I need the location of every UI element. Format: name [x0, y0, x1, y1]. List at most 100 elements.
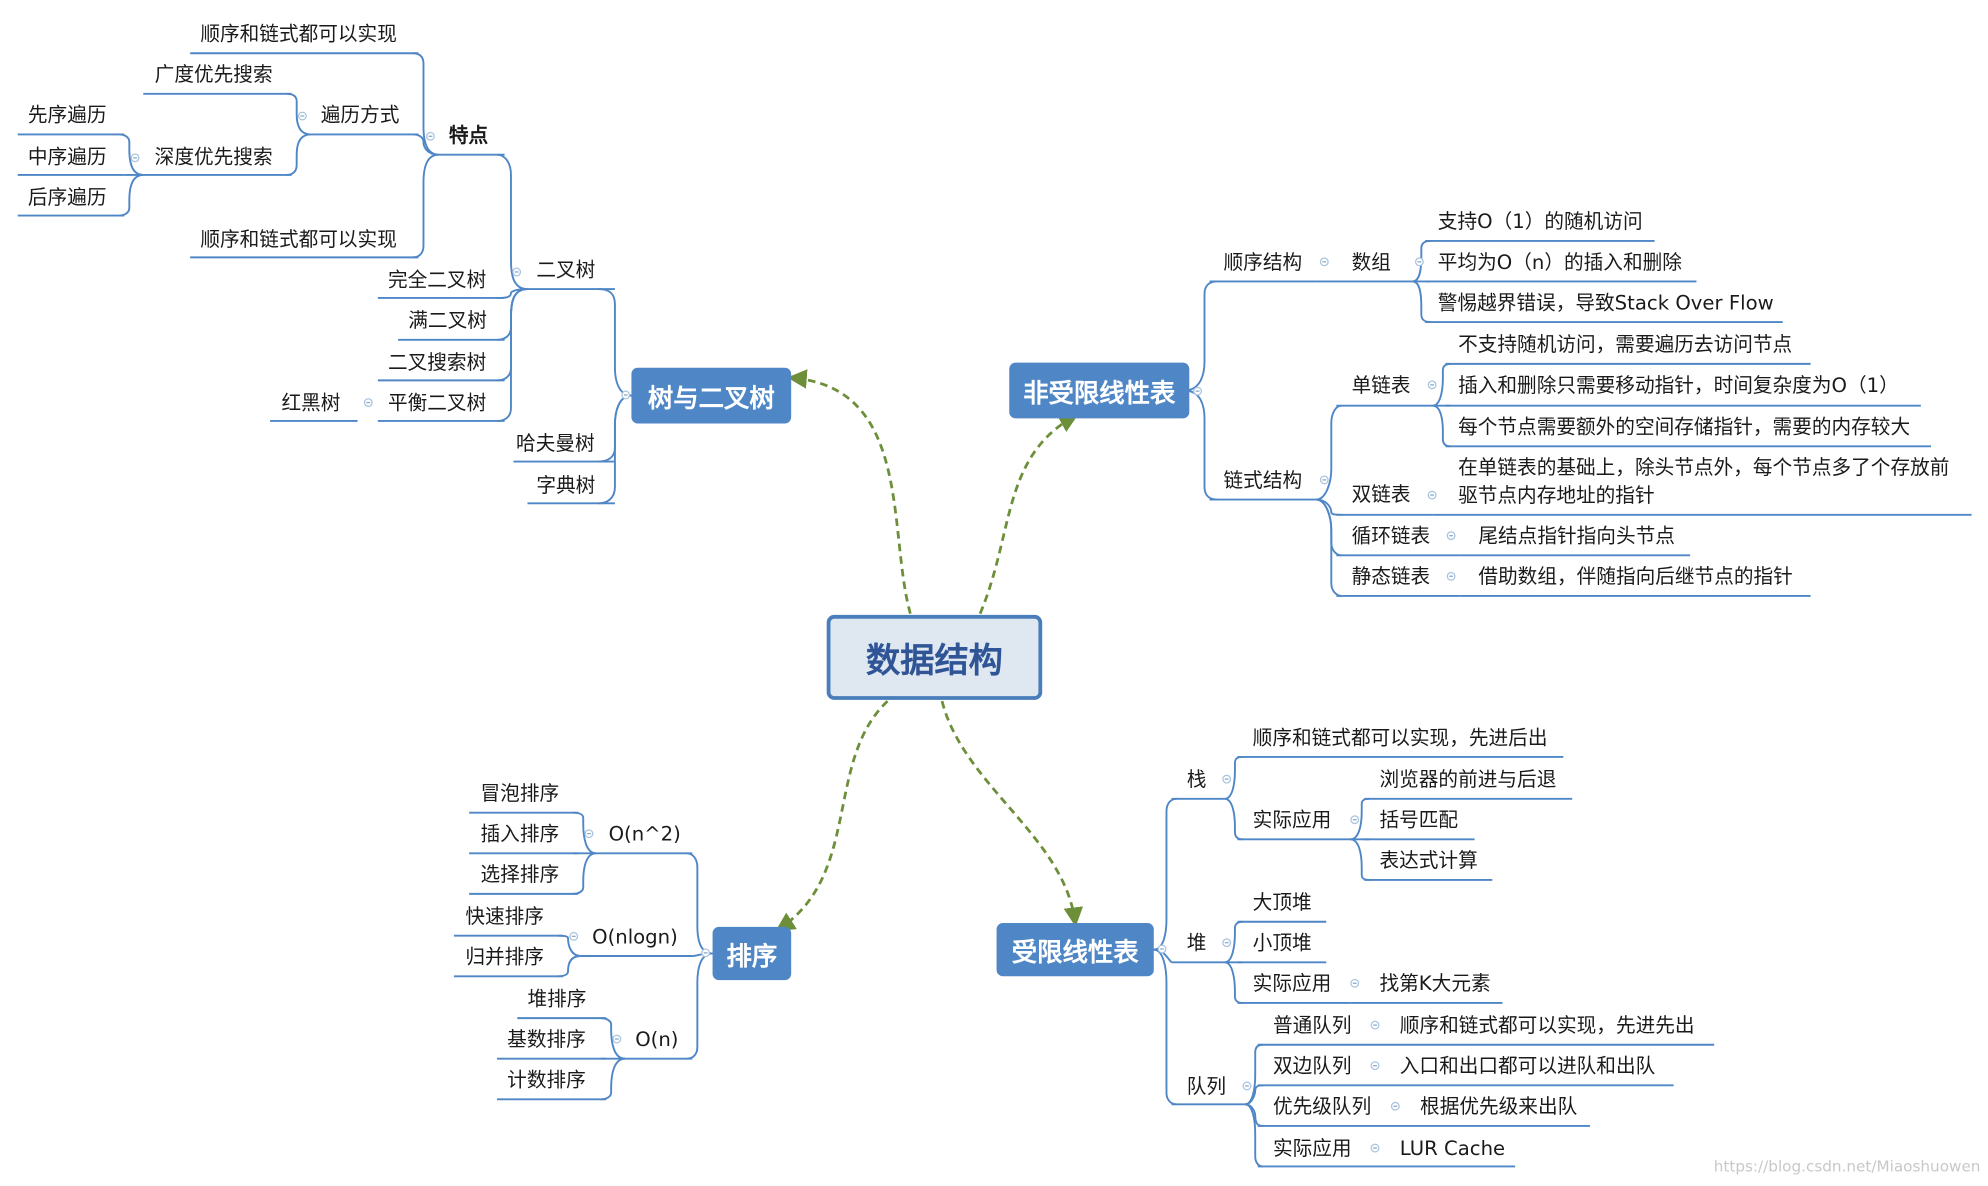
- node-feature-seq-link-1[interactable]: 顺序和链式都可以实现: [200, 22, 397, 46]
- node-preorder[interactable]: 先序遍历: [27, 103, 107, 127]
- node-priority-queue[interactable]: 优先级队列: [1272, 1095, 1372, 1119]
- node-array-3[interactable]: 警惕越界错误，导致Stack Over Flow: [1437, 291, 1774, 315]
- collapse-toggle-sequential[interactable]: [1319, 257, 1329, 267]
- node-postorder[interactable]: 后序遍历: [27, 186, 107, 210]
- collapse-toggle-tree[interactable]: [621, 390, 631, 400]
- node-complete-tree[interactable]: 完全二叉树: [387, 268, 487, 292]
- node-full-tree[interactable]: 满二叉树: [408, 309, 487, 333]
- node-queue-app-1[interactable]: LUR Cache: [1399, 1137, 1506, 1161]
- node-stack-app-3[interactable]: 表达式计算: [1379, 849, 1478, 873]
- link-binary-features: [496, 153, 528, 291]
- collapse-toggle-sort[interactable]: [701, 948, 711, 958]
- node-min-heap[interactable]: 小顶堆: [1252, 931, 1312, 955]
- collapse-toggle-normal-q[interactable]: [1370, 1020, 1380, 1030]
- node-single-1[interactable]: 不支持随机访问，需要遍历去访问节点: [1458, 333, 1793, 357]
- collapse-toggle-nonrestricted[interactable]: [1193, 386, 1202, 396]
- node-circular-1[interactable]: 尾结点指针指向头节点: [1478, 524, 1675, 548]
- collapse-toggle-circular[interactable]: [1446, 531, 1456, 541]
- collapse-toggle-heap-app[interactable]: [1350, 978, 1360, 988]
- topic-nonrestricted[interactable]: 非受限线性表: [1009, 362, 1190, 419]
- node-dfs[interactable]: 深度优先搜索: [154, 145, 273, 169]
- node-deque-1[interactable]: 入口和出口都可以进队和出队: [1399, 1054, 1656, 1078]
- node-normal-queue[interactable]: 普通队列: [1272, 1014, 1352, 1038]
- node-on2[interactable]: O(n^2): [608, 822, 681, 846]
- node-stack-app-1[interactable]: 浏览器的前进与后退: [1379, 768, 1557, 792]
- node-single-2[interactable]: 插入和删除只需要移动指针，时间复杂度为O（1）: [1458, 374, 1899, 397]
- node-sequential[interactable]: 顺序结构: [1223, 251, 1303, 274]
- collapse-toggle-static[interactable]: [1446, 571, 1456, 581]
- collapse-toggle-on2[interactable]: [584, 829, 594, 839]
- collapse-toggle-linked[interactable]: [1319, 475, 1329, 485]
- topic-tree[interactable]: 树与二叉树: [631, 367, 792, 424]
- node-single-list[interactable]: 单链表: [1351, 374, 1411, 397]
- topic-restricted[interactable]: 受限线性表: [996, 923, 1154, 977]
- node-feature-seq-link-2[interactable]: 顺序和链式都可以实现: [200, 228, 397, 252]
- node-balanced-tree[interactable]: 平衡二叉树: [387, 391, 487, 415]
- node-stack-app[interactable]: 实际应用: [1252, 808, 1332, 832]
- node-bfs[interactable]: 广度优先搜索: [154, 63, 273, 87]
- node-normal-queue-1[interactable]: 顺序和链式都可以实现，先进先出: [1399, 1014, 1695, 1038]
- node-priority-queue-1[interactable]: 根据优先级来出队: [1420, 1095, 1578, 1119]
- node-max-heap[interactable]: 大顶堆: [1252, 891, 1312, 915]
- collapse-toggle-stack-app[interactable]: [1350, 815, 1360, 825]
- node-queue[interactable]: 队列: [1186, 1075, 1227, 1099]
- node-double-1[interactable]: 在单链表的基础上，除头节点外，每个节点多了个存放前驱节点内存地址的指针: [1458, 456, 1950, 508]
- collapse-toggle-binary[interactable]: [512, 267, 522, 277]
- node-single-3[interactable]: 每个节点需要额外的空间存储指针，需要的内存较大: [1458, 415, 1911, 439]
- node-array[interactable]: 数组: [1351, 251, 1391, 274]
- node-insertion-sort[interactable]: 插入排序: [480, 822, 560, 846]
- collapse-toggle-restricted[interactable]: [1157, 944, 1167, 954]
- node-deque[interactable]: 双边队列: [1272, 1054, 1352, 1078]
- collapse-toggle-double[interactable]: [1427, 490, 1437, 500]
- node-heap-app-1[interactable]: 找第K大元素: [1379, 972, 1491, 996]
- collapse-toggle-heap[interactable]: [1222, 938, 1232, 948]
- collapse-toggle-on[interactable]: [612, 1034, 622, 1044]
- collapse-toggle-queue[interactable]: [1242, 1081, 1252, 1091]
- node-array-1[interactable]: 支持O（1）的随机访问: [1437, 210, 1643, 234]
- node-double-list[interactable]: 双链表: [1351, 483, 1411, 506]
- node-inorder[interactable]: 中序遍历: [27, 145, 107, 169]
- node-heap-app[interactable]: 实际应用: [1252, 972, 1332, 996]
- node-huffman-tree[interactable]: 哈夫曼树: [516, 432, 595, 456]
- collapse-toggle-onlogn[interactable]: [569, 931, 579, 941]
- node-static-1[interactable]: 借助数组，伴随指向后继节点的指针: [1478, 565, 1793, 589]
- collapse-toggle-deque[interactable]: [1370, 1061, 1380, 1071]
- collapse-toggle-dfs[interactable]: [130, 153, 140, 163]
- collapse-toggle-single[interactable]: [1427, 380, 1437, 390]
- node-static-list[interactable]: 静态链表: [1351, 565, 1431, 589]
- node-counting-sort[interactable]: 计数排序: [507, 1068, 586, 1092]
- node-array-2[interactable]: 平均为O（n）的插入和删除: [1437, 251, 1682, 274]
- node-features[interactable]: 特点: [448, 124, 489, 148]
- node-stack-1[interactable]: 顺序和链式都可以实现，先进后出: [1252, 726, 1548, 750]
- node-on[interactable]: O(n): [635, 1028, 679, 1052]
- node-bst[interactable]: 二叉搜索树: [387, 351, 487, 375]
- node-redblack-tree[interactable]: 红黑树: [281, 391, 341, 415]
- collapse-toggle-traversal[interactable]: [297, 111, 307, 121]
- node-linked[interactable]: 链式结构: [1223, 469, 1303, 492]
- collapse-toggle-features[interactable]: [426, 131, 435, 141]
- collapse-toggle-stack[interactable]: [1222, 774, 1232, 784]
- node-stack-app-2[interactable]: 括号匹配: [1379, 808, 1459, 832]
- collapse-toggle-balanced[interactable]: [363, 398, 373, 407]
- node-binary-tree[interactable]: 二叉树: [536, 258, 596, 282]
- node-radix-sort[interactable]: 基数排序: [507, 1028, 586, 1052]
- node-bubble-sort[interactable]: 冒泡排序: [480, 782, 560, 806]
- node-merge-sort[interactable]: 归并排序: [465, 945, 544, 969]
- node-onlogn[interactable]: O(nlogn): [592, 925, 678, 949]
- node-traversal[interactable]: 遍历方式: [320, 103, 400, 127]
- node-circular-list[interactable]: 循环链表: [1351, 524, 1431, 548]
- node-trie[interactable]: 字典树: [536, 474, 596, 498]
- topic-sort[interactable]: 排序: [712, 926, 792, 981]
- node-quick-sort[interactable]: 快速排序: [465, 905, 544, 929]
- node-heap[interactable]: 堆: [1186, 931, 1207, 955]
- collapse-toggle-queue-app[interactable]: [1370, 1143, 1380, 1153]
- collapse-toggle-priority-q[interactable]: [1390, 1101, 1400, 1111]
- node-selection-sort[interactable]: 选择排序: [480, 863, 560, 887]
- root-topic[interactable]: 数据结构: [826, 614, 1043, 700]
- node-stack[interactable]: 栈: [1186, 768, 1207, 792]
- node-heap-sort[interactable]: 堆排序: [527, 987, 587, 1011]
- node-queue-app[interactable]: 实际应用: [1272, 1137, 1352, 1161]
- collapse-toggle-array[interactable]: [1414, 257, 1424, 267]
